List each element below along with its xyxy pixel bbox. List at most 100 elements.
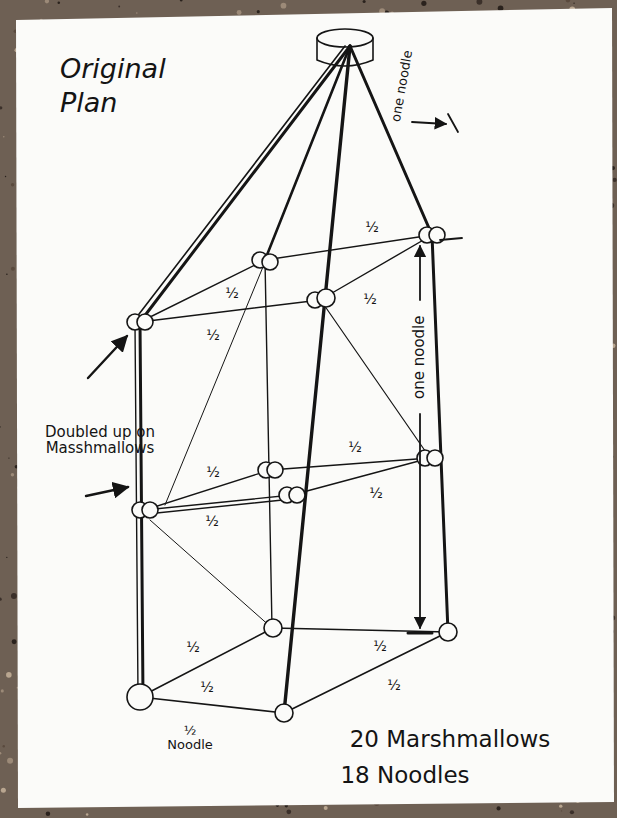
length-label: ½	[371, 639, 389, 654]
granite-speck	[11, 593, 17, 599]
marshmallow	[262, 254, 278, 270]
granite-speck	[0, 752, 1, 755]
granite-speck	[257, 10, 260, 13]
dimension-arrow	[419, 246, 421, 300]
count-note: 18 Noodles	[338, 763, 471, 788]
granite-speck	[0, 106, 2, 109]
granite-speck	[1, 689, 4, 692]
dimension-arrow	[419, 414, 421, 628]
length-label: ½	[204, 465, 222, 480]
tower-frame	[135, 29, 448, 713]
noodle	[145, 458, 430, 510]
dimension-label: one noodle	[412, 313, 429, 400]
marshmallow	[264, 619, 282, 637]
granite-speck	[180, 0, 183, 2]
noodle	[136, 46, 345, 318]
marshmallow	[439, 623, 457, 641]
length-label: ½	[385, 678, 403, 693]
dimension-arrow	[412, 122, 446, 124]
noodle	[265, 46, 350, 260]
length-label: ½	[363, 220, 381, 235]
dimension-tick	[408, 632, 432, 635]
noodle	[147, 499, 292, 514]
granite-speck	[6, 672, 12, 678]
granite-speck	[11, 183, 14, 186]
noodle	[350, 46, 432, 235]
callout-note: Doubled up on Masshmallows	[32, 424, 168, 457]
granite-speck	[421, 1, 426, 6]
granite-speck	[3, 136, 5, 138]
granite-speck	[86, 813, 89, 816]
dimension-tick	[440, 238, 462, 240]
noodle	[265, 260, 272, 628]
noodle	[140, 46, 350, 322]
granite-speck	[6, 557, 7, 558]
paper-sheet	[16, 8, 614, 808]
apex-marshmallow	[317, 29, 373, 47]
count-note: 20 Marshmallows	[348, 727, 553, 752]
granite-speck	[281, 3, 287, 9]
granite-speck	[476, 0, 482, 5]
marshmallows	[127, 227, 457, 722]
noodle	[284, 46, 350, 713]
granite-speck	[561, 810, 562, 811]
granite-speck	[1, 788, 6, 793]
marshmallow	[142, 502, 158, 518]
granite-speck	[7, 758, 13, 764]
granite-speck	[136, 12, 138, 14]
noodle	[432, 235, 448, 632]
granite-speck	[570, 810, 574, 814]
sketch-title: Original Plan	[58, 52, 192, 120]
length-label: ½	[184, 640, 202, 655]
granite-speck	[45, 0, 49, 3]
noodle	[322, 302, 430, 458]
granite-speck	[613, 178, 617, 182]
granite-speck	[0, 426, 1, 427]
noodle	[165, 262, 265, 505]
callout-arrow	[86, 487, 128, 496]
granite-speck	[118, 6, 120, 8]
granite-speck	[566, 0, 571, 2]
length-label: ½ Noodle	[160, 724, 220, 753]
granite-speck	[363, 0, 366, 3]
granite-speck	[3, 745, 5, 747]
length-label: ½	[223, 286, 241, 301]
granite-speck	[11, 267, 15, 271]
noodle	[140, 235, 432, 322]
granite-speck	[237, 10, 242, 15]
granite-speck	[12, 639, 17, 644]
marshmallow	[137, 314, 153, 330]
granite-speck	[46, 811, 51, 816]
marshmallow	[267, 462, 283, 478]
callout-arrow	[88, 336, 127, 378]
length-label: ½	[361, 292, 379, 307]
dimension-tick	[448, 114, 458, 132]
dimension-lines	[86, 114, 462, 633]
dimension-label: one noodle	[388, 47, 415, 125]
length-label: ½	[204, 328, 222, 343]
granite-speck	[324, 806, 328, 810]
granite-speck	[498, 5, 504, 11]
granite-speck	[6, 273, 8, 275]
marshmallow	[275, 704, 293, 722]
granite-speck	[559, 804, 562, 807]
marshmallow	[127, 684, 153, 710]
noodle	[140, 628, 448, 713]
granite-speck	[5, 176, 6, 177]
granite-speck	[286, 809, 291, 814]
marshmallow	[317, 289, 335, 307]
length-label: ½	[346, 440, 364, 455]
length-label: ½	[198, 680, 216, 695]
granite-speck	[573, 2, 574, 3]
marshmallow	[289, 487, 305, 503]
marshmallow	[427, 450, 443, 466]
granite-speck	[58, 1, 61, 4]
granite-speck	[8, 457, 9, 458]
granite-speck	[497, 806, 501, 810]
length-label: ½	[203, 514, 221, 529]
noodle	[150, 520, 272, 628]
granite-speck	[11, 473, 14, 476]
